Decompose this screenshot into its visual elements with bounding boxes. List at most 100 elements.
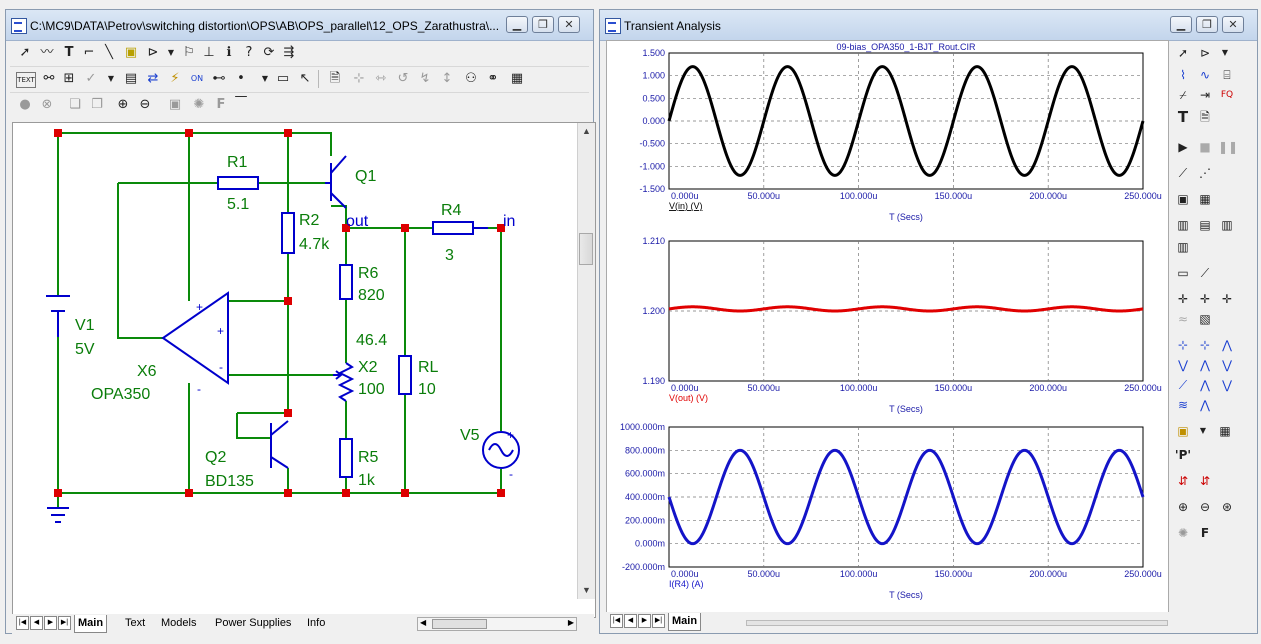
fine-grid-icon[interactable]: ▦ xyxy=(1199,192,1211,206)
trace-label-2[interactable]: I(R4) (A) xyxy=(669,579,704,589)
paste-icon[interactable]: ❐ xyxy=(91,97,103,112)
dropdown-arrow-icon[interactable]: ▼ xyxy=(1221,48,1229,57)
multi-high-icon[interactable]: ⋀ xyxy=(1200,398,1210,412)
waveform-0[interactable] xyxy=(667,65,1145,177)
tag-mode-icon[interactable]: ⌸ xyxy=(1223,68,1231,82)
restore-button[interactable]: ❐ xyxy=(1196,16,1218,33)
gate-icon[interactable]: ⊳ xyxy=(1199,46,1211,60)
zoom-fit-icon[interactable]: ⊛ xyxy=(1221,500,1233,514)
font-icon[interactable]: F xyxy=(1200,526,1210,540)
high-icon[interactable]: ⋀ xyxy=(1222,338,1232,352)
first-page-icon[interactable]: |◀ xyxy=(16,616,29,630)
close-button[interactable]: ✕ xyxy=(558,16,580,33)
mirror-icon[interactable]: ⇿ xyxy=(375,71,387,86)
zoom-out-icon[interactable]: ⊖ xyxy=(139,97,151,112)
voltage-display-icon[interactable]: ✓ xyxy=(85,71,97,86)
waveform-2[interactable] xyxy=(667,448,1145,546)
label-r1[interactable]: R1 xyxy=(227,154,248,171)
stop-icon[interactable]: ● xyxy=(19,97,31,112)
label-r2-value[interactable]: 4.7k xyxy=(299,236,330,253)
tab-info[interactable]: Info xyxy=(307,617,326,629)
label-r5[interactable]: R5 xyxy=(358,449,379,466)
close-button[interactable]: ✕ xyxy=(1222,16,1244,33)
scroll-thumb[interactable] xyxy=(579,233,593,265)
copy-icon[interactable]: ❏ xyxy=(69,97,81,112)
wave-dim-icon[interactable]: ≈ xyxy=(1177,312,1189,326)
global-low-icon[interactable]: ⋀ xyxy=(1200,378,1210,392)
dropdown-arrow-icon[interactable]: ▼ xyxy=(107,74,115,83)
flip-icon[interactable]: ↯ xyxy=(419,71,431,86)
table-icon[interactable]: ▦ xyxy=(1219,424,1231,438)
window-icon[interactable]: ▭ xyxy=(276,71,290,86)
properties-icon[interactable]: 🗎 xyxy=(1200,110,1210,124)
bus-icon[interactable]: ⇶ xyxy=(283,45,295,60)
label-r2[interactable]: R2 xyxy=(299,212,320,229)
scroll-up-arrow-icon[interactable]: ▲ xyxy=(582,126,591,136)
wire-icon[interactable]: 〰 xyxy=(40,45,54,60)
label-x2[interactable]: X2 xyxy=(358,359,378,376)
stop-icon[interactable]: ■ xyxy=(1199,140,1211,154)
flow-icon[interactable]: ⇄ xyxy=(147,71,159,86)
on-icon[interactable]: ON xyxy=(190,74,204,83)
flag-icon[interactable]: ⚐ xyxy=(183,45,195,60)
dropdown-arrow-icon[interactable]: ▼ xyxy=(261,74,269,83)
zoom-in-icon[interactable]: ⊕ xyxy=(117,97,129,112)
graph-mode-icon[interactable]: ⌇ xyxy=(1180,68,1186,82)
schematic-vertical-scrollbar[interactable]: ▲ ▼ xyxy=(577,123,595,599)
chart-box-icon[interactable]: ▧ xyxy=(1199,312,1211,326)
cursor-left-icon[interactable]: ✛ xyxy=(1177,292,1189,306)
valley-icon[interactable]: ⊹ xyxy=(1199,338,1211,352)
label-r4-value[interactable]: 3 xyxy=(445,247,454,264)
properties-icon[interactable]: 🗎 xyxy=(329,71,341,86)
cursor-mode-icon[interactable]: ↖ xyxy=(299,71,311,86)
pin-icon[interactable]: ⊥ xyxy=(203,45,215,60)
label-r1-value[interactable]: 5.1 xyxy=(227,196,249,213)
split-icon[interactable]: ▥ xyxy=(1177,240,1189,254)
tab-models[interactable]: Models xyxy=(161,617,197,629)
pin-connect-icon[interactable]: ⊷ xyxy=(212,71,226,86)
label-x2-value[interactable]: 100 xyxy=(358,381,385,398)
label-out[interactable]: out xyxy=(346,213,369,230)
waveform-1[interactable] xyxy=(668,305,1144,313)
binoculars-icon[interactable]: ⚭ xyxy=(487,71,499,86)
zoom-in-icon[interactable]: ⊕ xyxy=(1177,500,1189,514)
cursor-right-icon[interactable]: ✛ xyxy=(1221,292,1233,306)
label-x6-value[interactable]: OPA350 xyxy=(91,386,150,403)
info-tag-icon[interactable]: ▣ xyxy=(124,45,138,60)
node-numbers-icon[interactable]: ⚯ xyxy=(43,71,55,86)
restore-button[interactable]: ❐ xyxy=(532,16,554,33)
step-left-icon[interactable]: ⇵ xyxy=(1177,474,1189,488)
rotate-icon[interactable]: ⟳ xyxy=(263,45,275,60)
label-x2-top[interactable]: 46.4 xyxy=(356,332,387,349)
multi-peak-icon[interactable]: ≋ xyxy=(1177,398,1189,412)
last-page-icon[interactable]: ▶| xyxy=(652,614,665,628)
cancel-icon[interactable]: ⊗ xyxy=(41,97,53,112)
export-icon[interactable]: ▣ xyxy=(1177,424,1189,438)
wire-corner-icon[interactable]: ⌐ xyxy=(83,45,95,60)
align-icon[interactable]: ⊹ xyxy=(353,71,365,86)
text-mode-icon[interactable]: TEXT xyxy=(16,72,36,88)
minimize-button[interactable]: ▁ xyxy=(1170,16,1192,33)
text-icon[interactable]: T xyxy=(64,45,74,60)
rotate-ccw-icon[interactable]: ↺ xyxy=(397,71,409,86)
prev-page-icon[interactable]: ◀ xyxy=(624,614,637,628)
fq-icon[interactable]: FQ xyxy=(1220,90,1234,100)
first-page-icon[interactable]: |◀ xyxy=(610,614,623,628)
prev-page-icon[interactable]: ◀ xyxy=(30,616,43,630)
label-rl[interactable]: RL xyxy=(418,359,439,376)
line-icon[interactable]: ╲ xyxy=(105,45,113,60)
peak-icon[interactable]: ⊹ xyxy=(1177,338,1189,352)
label-q1[interactable]: Q1 xyxy=(355,168,376,185)
trace-label-1[interactable]: V(out) (V) xyxy=(669,393,708,403)
plot-horizontal-scrollbar[interactable] xyxy=(746,620,1168,626)
tile-icon[interactable]: ▤ xyxy=(1199,218,1211,232)
next-page-icon[interactable]: ▶ xyxy=(638,614,651,628)
label-in[interactable]: in xyxy=(503,213,515,230)
font-icon[interactable]: F xyxy=(216,97,226,112)
select-arrow-icon[interactable]: ➚ xyxy=(19,45,31,60)
label-v1[interactable]: V1 xyxy=(75,317,95,334)
dropdown-arrow-icon[interactable]: ▼ xyxy=(167,48,175,57)
dropdown-arrow-icon[interactable]: ▼ xyxy=(1199,426,1207,435)
point-tag-icon[interactable]: ⌿ xyxy=(1179,88,1187,102)
horizontal-scrollbar[interactable]: ◀ ▶ xyxy=(417,617,577,631)
